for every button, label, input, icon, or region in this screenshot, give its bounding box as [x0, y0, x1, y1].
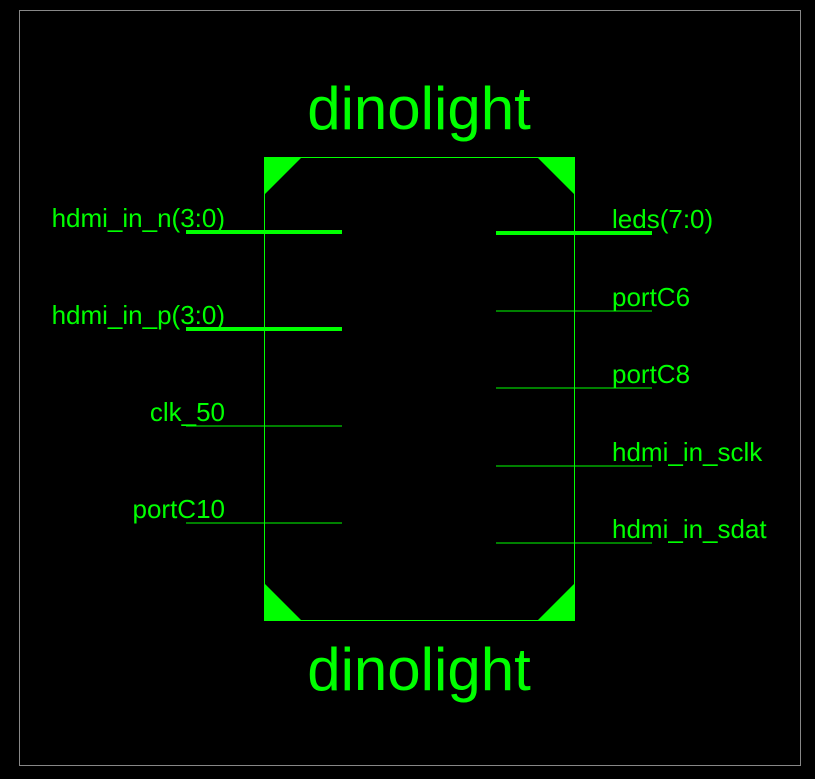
right-pin-label-portc6: portC6 [612, 282, 690, 312]
corner-top-left [264, 157, 302, 195]
left-pin-label-clk-50: clk_50 [150, 397, 225, 427]
symbol-title-top: dinolight [307, 75, 531, 142]
left-pin-label-hdmi-in-p-3-0: hdmi_in_p(3:0) [52, 300, 225, 330]
left-pin-group: hdmi_in_n(3:0) hdmi_in_p(3:0) clk_50 portC1… [52, 203, 342, 524]
sheet-frame [19, 10, 801, 766]
corner-top-right [537, 157, 575, 195]
corner-bottom-right [537, 583, 575, 621]
right-pin-label-portc8: portC8 [612, 359, 690, 389]
symbol-title-bottom: dinolight [307, 636, 531, 703]
right-pin-group: leds(7:0) portC6 portC8 hdmi_in_sclk hdmi_in… [496, 204, 767, 544]
corner-bottom-left [264, 583, 302, 621]
left-pin-label-hdmi-in-n-3-0: hdmi_in_n(3:0) [52, 203, 225, 233]
left-pin-label-portc10: portC10 [133, 494, 226, 524]
right-pin-label-hdmi-in-sclk: hdmi_in_sclk [612, 437, 763, 467]
right-pin-label-leds-7-0: leds(7:0) [612, 204, 713, 234]
symbol-body [264, 157, 575, 621]
right-pin-label-hdmi-in-sdat: hdmi_in_sdat [612, 514, 767, 544]
